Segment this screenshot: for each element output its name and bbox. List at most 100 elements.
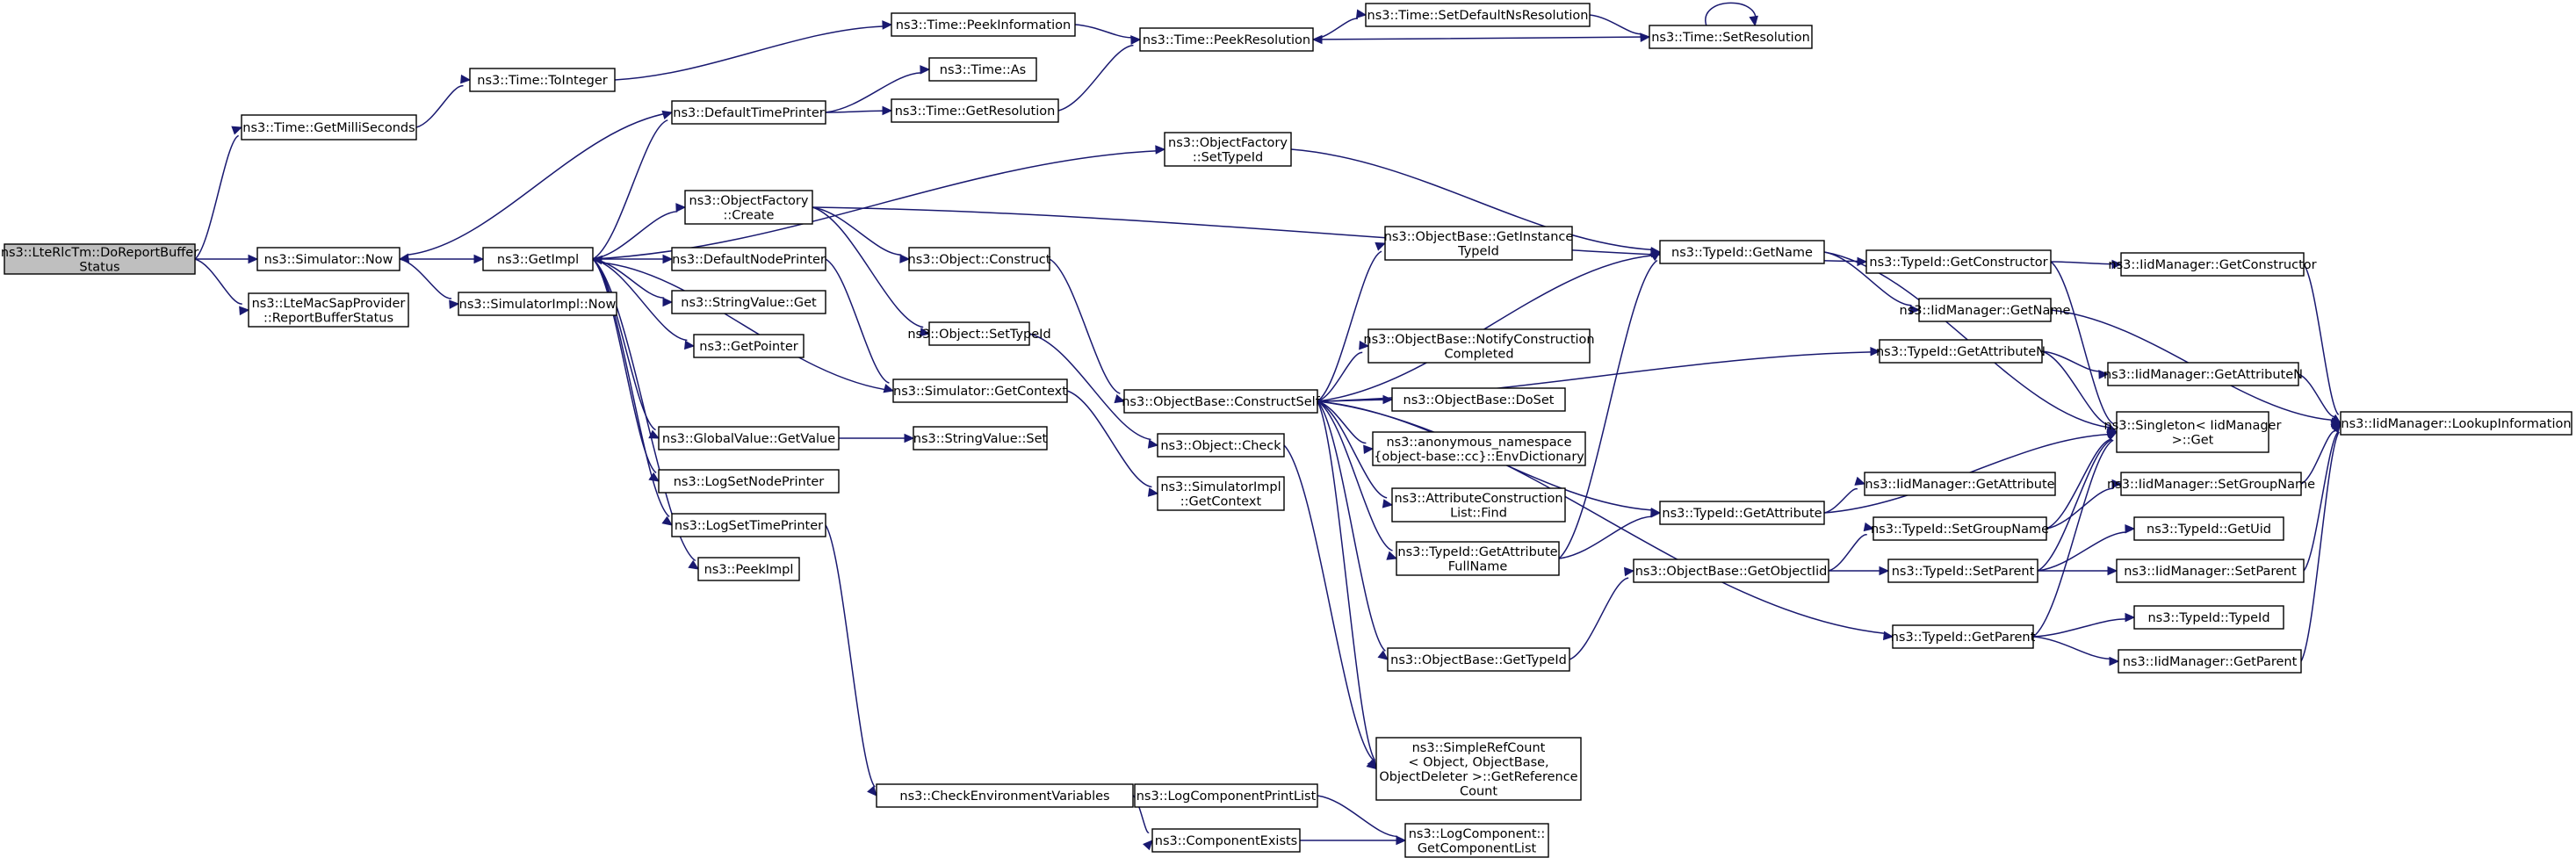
node-lcpl[interactable]: ns3::LogComponentPrintList [1134, 783, 1318, 808]
node-simimplgetctx[interactable]: ns3::SimulatorImpl::GetContext [1157, 476, 1285, 511]
node-label: ns3::LogComponent:: [1409, 827, 1546, 841]
node-obgettid[interactable]: ns3::ObjectBase::GetTypeId [1387, 647, 1570, 672]
node-singleton[interactable]: ns3::Singleton< IidManager>::Get [2104, 411, 2282, 453]
node-tidgetname[interactable]: ns3::TypeId::GetName [1659, 240, 1825, 264]
edge-arrowhead [2125, 524, 2136, 534]
node-obdoset[interactable]: ns3::ObjectBase::DoSet [1391, 387, 1566, 412]
node-now[interactable]: ns3::Simulator::Now [256, 247, 400, 271]
node-label: ns3::Time::GetMilliSeconds [242, 121, 415, 135]
node-gvget[interactable]: ns3::GlobalValue::GetValue [658, 426, 840, 451]
node-obnotify[interactable]: ns3::ObjectBase::NotifyConstructionCompl… [1363, 328, 1595, 364]
node-tidgetattr[interactable]: ns3::TypeId::GetAttribute [1659, 501, 1825, 525]
node-dnp[interactable]: ns3::DefaultNodePrinter [671, 247, 826, 271]
edge-line [2041, 350, 2100, 372]
edge-line [812, 206, 902, 256]
edge-compexists-to-lcgcl [1299, 835, 1407, 846]
node-cev[interactable]: ns3::CheckEnvironmentVariables [876, 783, 1134, 808]
edge-arrowhead [1147, 439, 1159, 449]
edge-line [614, 25, 884, 81]
node-simgetctx[interactable]: ns3::Simulator::GetContext [892, 378, 1068, 403]
node-box [1659, 240, 1825, 264]
node-lcgcl[interactable]: ns3::LogComponent::GetComponentList [1404, 823, 1549, 858]
node-tidsetgn[interactable]: ns3::TypeId::SetGroupName [1871, 516, 2049, 541]
node-setres[interactable]: ns3::Time::SetResolution [1649, 25, 1813, 49]
node-label: ns3::TypeId::SetGroupName [1871, 523, 2049, 537]
node-lstp[interactable]: ns3::LogSetTimePrinter [671, 513, 826, 537]
node-getimpl[interactable]: ns3::GetImpl [482, 247, 594, 271]
node-tidgetuid[interactable]: ns3::TypeId::GetUid [2133, 516, 2284, 541]
edge-line [1317, 255, 1652, 402]
edge-line [2032, 439, 2114, 638]
node-ofsettid[interactable]: ns3::ObjectFactory::SetTypeId [1164, 132, 1292, 167]
node-iidlookup[interactable]: ns3::IidManager::LookupInformation [2340, 411, 2572, 436]
edge-tidgetparent-to-iidgetparent [2032, 636, 2120, 667]
node-lsnp[interactable]: ns3::LogSetNodePrinter [658, 469, 840, 494]
edge-arrowhead [2331, 422, 2341, 434]
edge-line [1290, 148, 1652, 251]
node-label: ns3::ObjectBase::DoSet [1403, 393, 1555, 407]
edge-tidsetparent-to-tidgetuid [2037, 524, 2136, 572]
node-getptr[interactable]: ns3::GetPointer [693, 334, 805, 358]
node-svset[interactable]: ns3::StringValue::Set [913, 426, 1048, 451]
node-objconstruct[interactable]: ns3::Object::Construct [908, 247, 1051, 271]
node-tidgetattrn[interactable]: ns3::TypeId::GetAttributeN [1876, 339, 2046, 364]
node-svget[interactable]: ns3::StringValue::Get [671, 290, 826, 314]
edge-root-to-getms [194, 126, 243, 260]
node-iidgetctor[interactable]: ns3::IidManager::GetConstructor [2108, 252, 2317, 277]
node-label: ns3::TypeId::GetUid [2147, 523, 2271, 537]
node-box [697, 557, 800, 581]
node-getms[interactable]: ns3::Time::GetMilliSeconds [241, 114, 417, 141]
node-objsettid[interactable]: ns3::Object::SetTypeId [907, 321, 1051, 346]
node-box [684, 190, 813, 225]
node-obconstructself[interactable]: ns3::ObjectBase::ConstructSelf [1122, 389, 1321, 414]
node-box [928, 57, 1037, 82]
node-getres[interactable]: ns3::Time::GetResolution [891, 98, 1059, 123]
node-peekinfo[interactable]: ns3::Time::PeekInformation [891, 12, 1076, 37]
node-tidtypeid[interactable]: ns3::TypeId::TypeId [2133, 605, 2284, 630]
node-ofcreate[interactable]: ns3::ObjectFactory::Create [684, 190, 813, 225]
edge-now-to-getimpl [400, 254, 485, 264]
node-box [1633, 559, 1829, 583]
node-peekimpl[interactable]: ns3::PeekImpl [697, 557, 800, 581]
edge-line [825, 258, 890, 384]
node-toint[interactable]: ns3::Time::ToInteger [469, 68, 616, 92]
node-tidsetparent[interactable]: ns3::TypeId::SetParent [1887, 559, 2038, 583]
node-anonenv[interactable]: ns3::anonymous_namespace{object-base::cc… [1372, 431, 1586, 466]
node-label: ns3::DefaultNodePrinter [672, 253, 826, 267]
node-compexists[interactable]: ns3::ComponentExists [1151, 828, 1301, 853]
edge-root-to-reportbuf [194, 258, 250, 316]
edge-line [1283, 444, 1375, 761]
node-box [908, 247, 1050, 271]
node-box [1139, 27, 1314, 52]
node-box [658, 469, 840, 494]
node-objcheck[interactable]: ns3::Object::Check [1157, 433, 1285, 458]
node-reportbuf[interactable]: ns3::LteMacSapProvider::ReportBufferStat… [248, 292, 409, 328]
node-iidsetparent[interactable]: ns3::IidManager::SetParent [2116, 559, 2305, 583]
node-label: ns3::LogSetNodePrinter [674, 475, 825, 489]
node-as[interactable]: ns3::Time::As [928, 57, 1037, 82]
node-label: ns3::LteRlcTm::DoReportBuffer [1, 246, 198, 260]
node-tidgetctor[interactable]: ns3::TypeId::GetConstructor [1865, 249, 2052, 274]
node-iidgetname[interactable]: ns3::IidManager::GetName [1900, 298, 2071, 322]
edge-dtp-to-getres [825, 105, 893, 116]
node-simimplnow[interactable]: ns3::SimulatorImpl::Now [458, 292, 617, 316]
edge-tidgetparent-to-singleton [2032, 431, 2118, 638]
node-setdef[interactable]: ns3::Time::SetDefaultNsResolution [1365, 3, 1591, 27]
node-iidgetparent[interactable]: ns3::IidManager::GetParent [2118, 649, 2302, 674]
node-box [2340, 411, 2572, 436]
node-dtp[interactable]: ns3::DefaultTimePrinter [671, 100, 826, 125]
node-tidgetparent[interactable]: ns3::TypeId::GetParent [1891, 624, 2036, 649]
edge-root-to-now [195, 254, 259, 264]
node-obgetobjtid[interactable]: ns3::ObjectBase::GetObjectIid [1633, 559, 1829, 583]
node-box [2116, 411, 2269, 453]
node-iidsetgn[interactable]: ns3::IidManager::SetGroupName [2107, 472, 2315, 496]
node-iidgetattr[interactable]: ns3::IidManager::GetAttribute [1864, 472, 2056, 496]
node-peekres[interactable]: ns3::Time::PeekResolution [1139, 27, 1314, 52]
node-simplerefcount[interactable]: ns3::SimpleRefCount< Object, ObjectBase,… [1375, 737, 1582, 801]
node-iidgetattrn[interactable]: ns3::IidManager::GetAttributeN [2103, 362, 2303, 386]
